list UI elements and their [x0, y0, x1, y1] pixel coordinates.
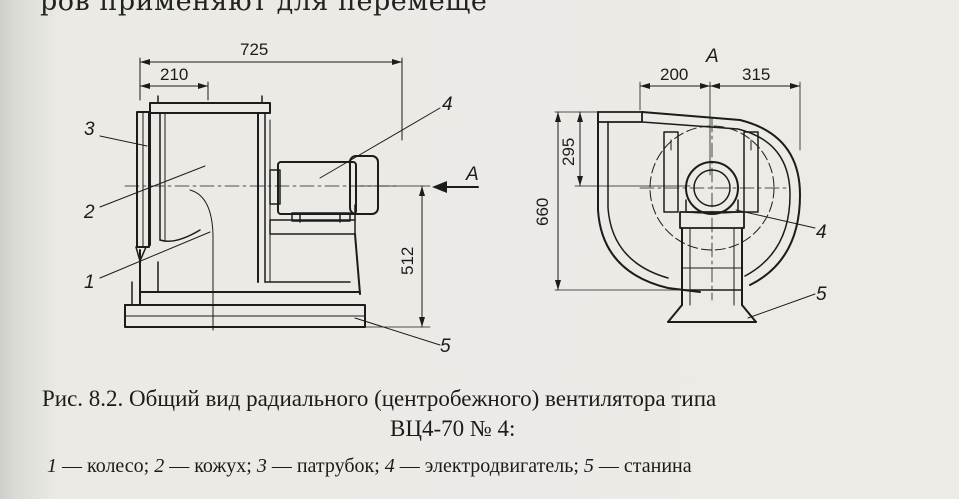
dim-label-660: 660	[533, 198, 552, 226]
part-number-5: 5	[440, 336, 451, 357]
legend-entry-2: 2 — кожух;	[154, 455, 252, 477]
top-text: ров применяют для перемеще	[40, 0, 488, 17]
front-part-number-4: 4	[816, 222, 827, 243]
dim-label-210: 210	[160, 65, 188, 84]
legend-entry-3: 3 — патрубок;	[256, 455, 380, 477]
dim-label-315: 315	[742, 65, 770, 84]
front-view: A 200 315	[533, 46, 827, 323]
dim-label-200: 200	[660, 65, 688, 84]
side-view: 725 210	[83, 40, 479, 357]
legend-entry-4: 4 — электродвигатель;	[384, 455, 579, 477]
view-arrow-label: A	[465, 164, 479, 185]
part-number-1: 1	[84, 272, 95, 293]
legend-entry-5: 5 — станина	[583, 455, 692, 477]
figure-caption-line-1: Рис. 8.2. Общий вид радиального (центроб…	[42, 386, 717, 411]
dim-label-295: 295	[559, 138, 578, 166]
dimension-overall-length: 725	[139, 40, 403, 141]
part-number-3: 3	[84, 119, 95, 140]
view-a-title: A	[705, 46, 719, 67]
part-number-4: 4	[442, 94, 453, 115]
fan-technical-drawing: 725 210	[83, 40, 827, 357]
dimension-front-widths: 200 315	[639, 65, 801, 176]
part-number-2: 2	[83, 202, 95, 223]
front-part-number-5: 5	[816, 284, 827, 305]
figure-caption-line-2: ВЦ4-70 № 4:	[390, 416, 516, 441]
dimension-shaft-height: 512	[359, 185, 431, 328]
figure-legend: 1 — колесо; 2 — кожух; 3 — патрубок; 4 —…	[47, 455, 692, 478]
dimension-front-heights: 660 295	[533, 111, 691, 291]
dim-label-725: 725	[240, 40, 268, 59]
legend-entry-1: 1 — колесо;	[47, 455, 150, 477]
dimension-inlet-offset: 210	[139, 65, 209, 101]
dim-label-512: 512	[398, 247, 417, 275]
